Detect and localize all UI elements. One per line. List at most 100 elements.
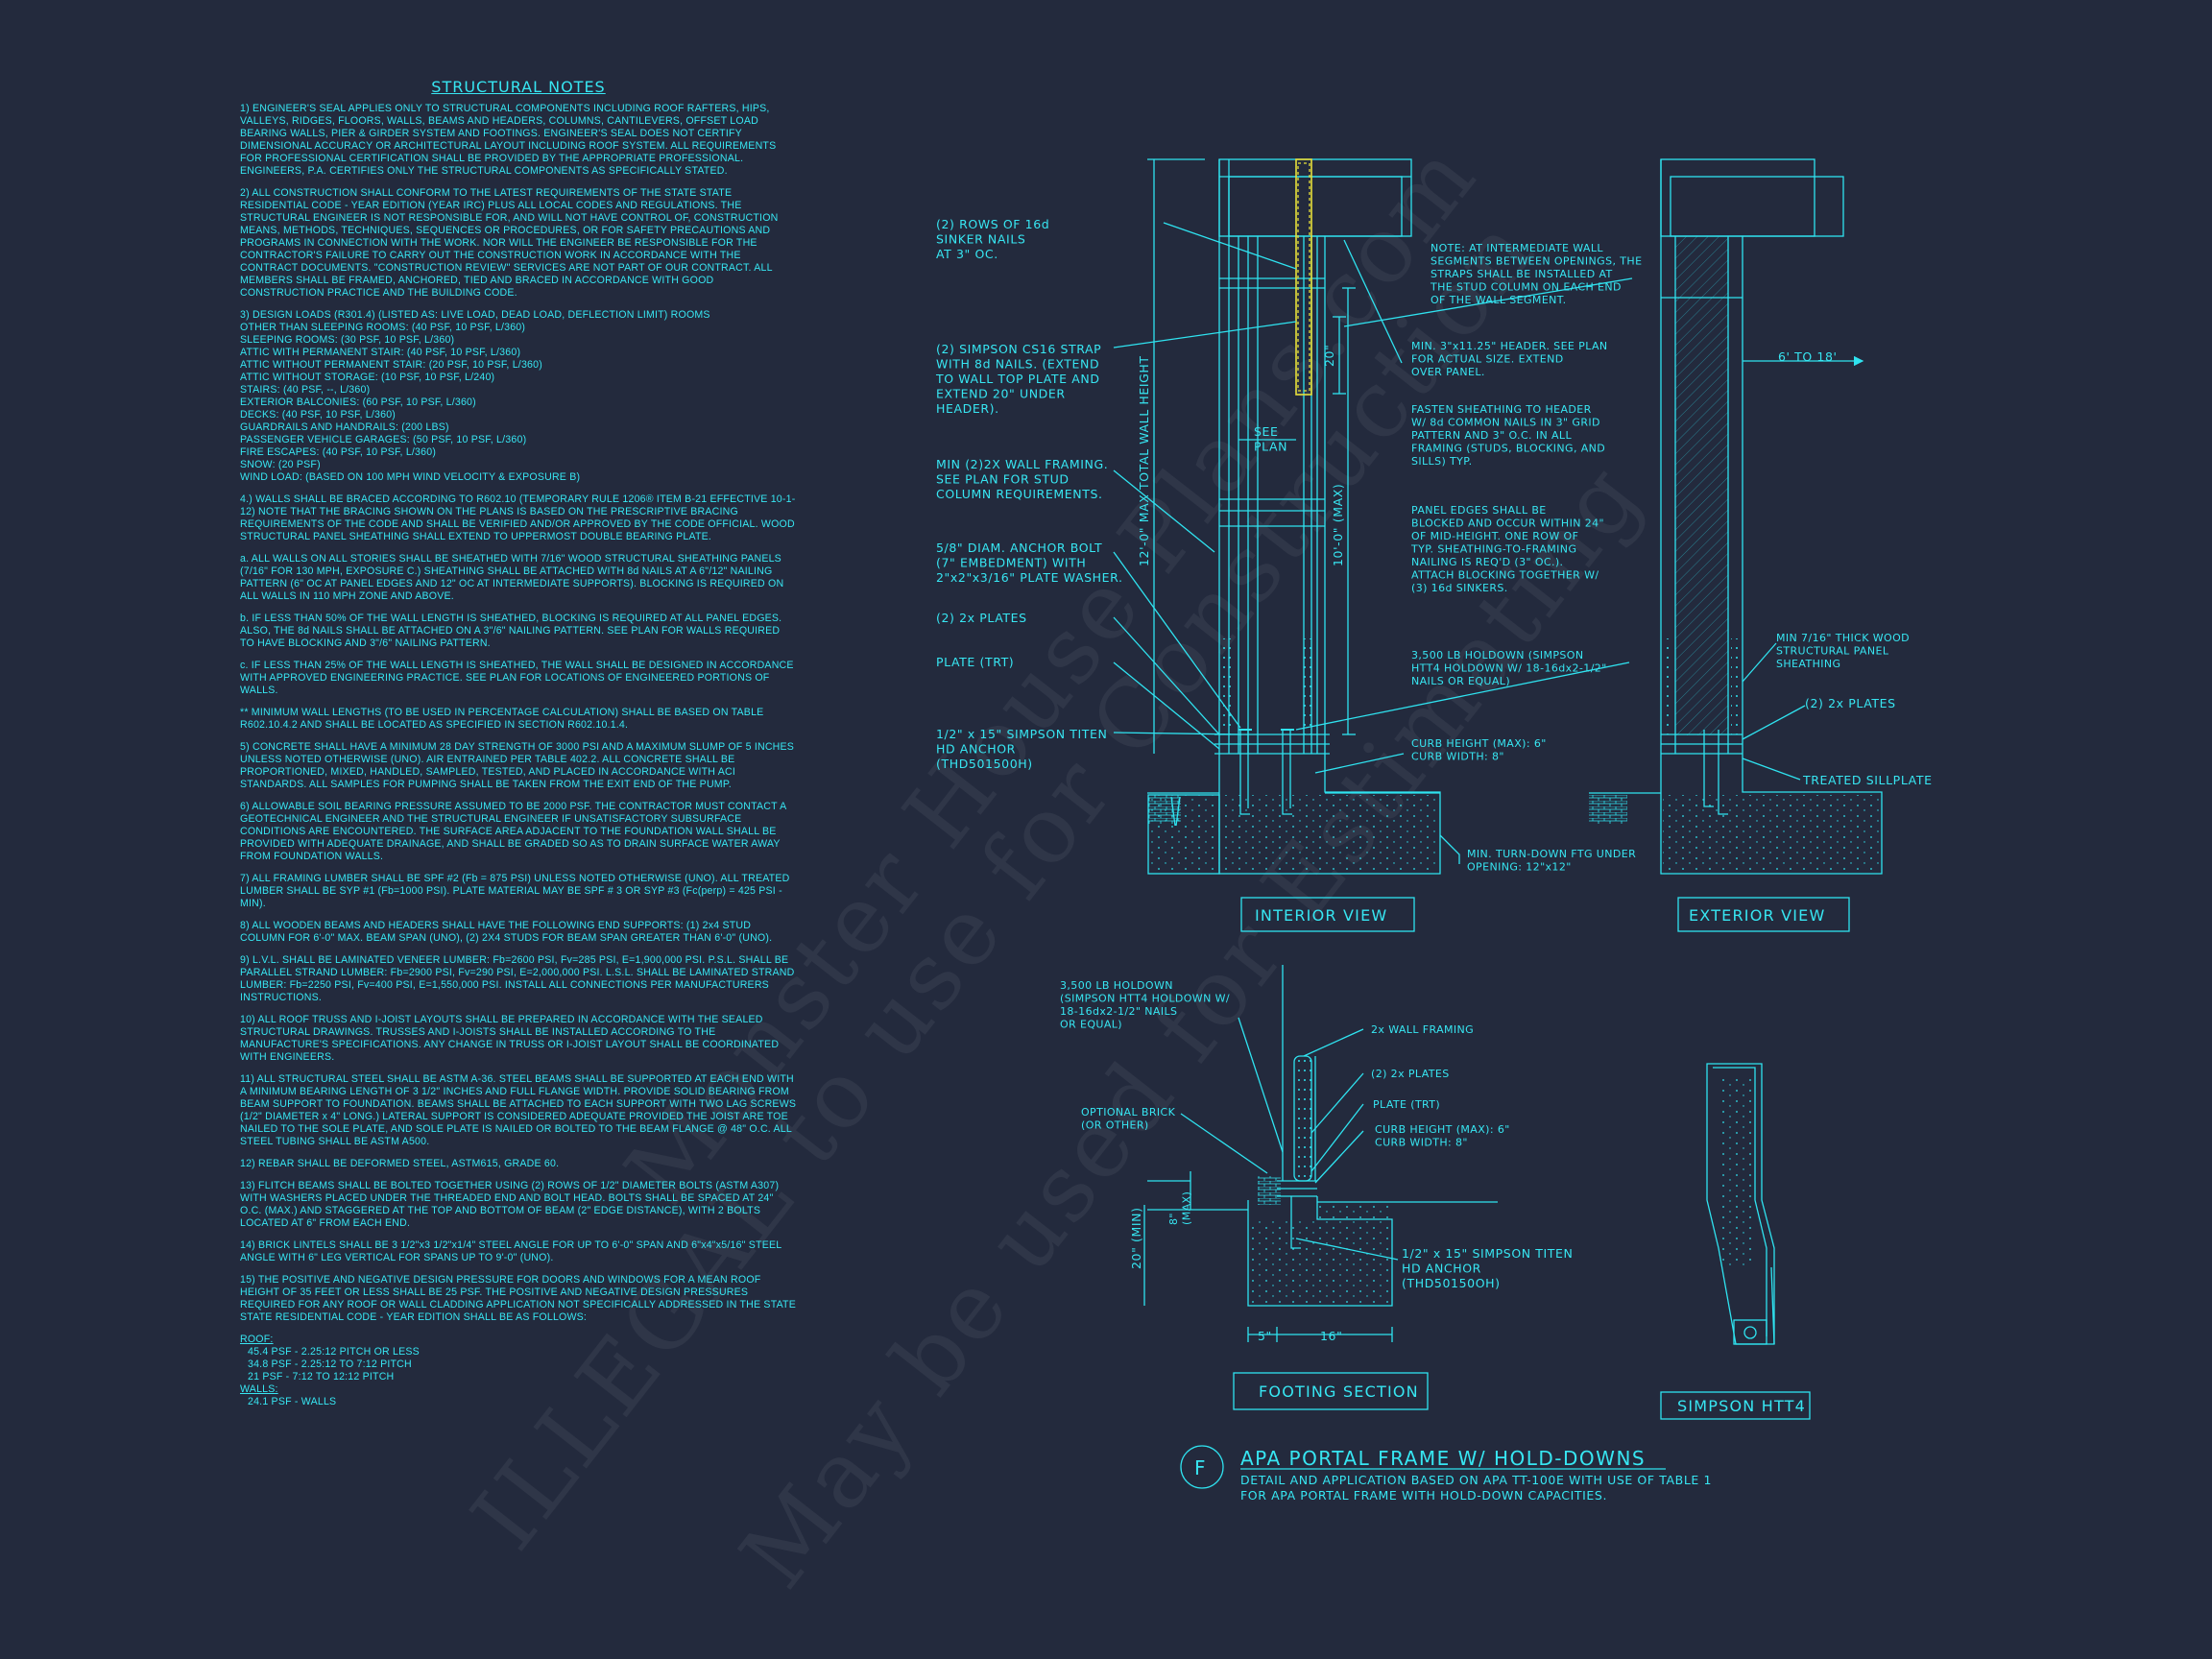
walls-heading: WALLS: [240, 1383, 278, 1395]
label-ftg-holdown: 3,500 LB HOLDOWN(SIMPSON HTT4 HOLDOWN W/… [1060, 979, 1230, 1031]
dim-10ft-max: 10'-0" (MAX) [1331, 484, 1345, 566]
label-line: WITH 8d NAILS. (EXTEND [936, 357, 1099, 372]
label-ftg-plate-trt: PLATE (TRT) [1373, 1098, 1440, 1111]
label-line: MIN (2)2X WALL FRAMING. [936, 457, 1108, 471]
label-line: 3,500 LB HOLDOWN (SIMPSON [1411, 649, 1583, 661]
note-4d: ** MINIMUM WALL LENGTHS (TO BE USED IN P… [240, 707, 764, 731]
note-4c: c. IF LESS THAN 25% OF THE WALL LENGTH I… [240, 660, 794, 696]
note-8: 8) ALL WOODEN BEAMS AND HEADERS SHALL HA… [240, 920, 773, 944]
label-line: 8" [1167, 1213, 1180, 1225]
label-line: HEADER). [936, 401, 999, 416]
label-line: NAILING IS REQ'D (3" OC.). [1411, 556, 1563, 568]
label-line: 2x WALL FRAMING [1371, 1023, 1474, 1036]
detail-title-block: F APA PORTAL FRAME W/ HOLD-DOWNS DETAIL … [1194, 1447, 1712, 1503]
exterior-view-title-box [1677, 897, 1850, 932]
note-4b: b. IF LESS THAN 50% OF THE WALL LENGTH I… [240, 613, 782, 649]
label-line: CURB HEIGHT (MAX): 6" [1375, 1123, 1510, 1136]
dim-8-max: 8"(MAX) [1167, 1191, 1193, 1225]
label-line: STRUCTURAL PANEL [1776, 645, 1889, 658]
label-line: (2) 2x PLATES [1371, 1068, 1450, 1080]
label-line: 2"x2"x3/16" PLATE WASHER. [936, 570, 1123, 585]
footing-section-title: FOOTING SECTION [1259, 1382, 1419, 1401]
label-curb: CURB HEIGHT (MAX): 6"CURB WIDTH: 8" [1411, 737, 1547, 763]
label-treated-sillplate: TREATED SILLPLATE [1802, 773, 1933, 787]
label-line: PLAN [1254, 440, 1287, 454]
label-line: CURB WIDTH: 8" [1375, 1137, 1468, 1149]
label-line: (2) 2x PLATES [1805, 696, 1896, 710]
label-line: OR EQUAL) [1060, 1019, 1122, 1031]
label-line: FOR ACTUAL SIZE. EXTEND [1411, 353, 1564, 366]
wall-pressures: 24.1 PSF - WALLS [248, 1396, 337, 1407]
htt4-title-box [1660, 1391, 1811, 1420]
detail-subtitle-1: DETAIL AND APPLICATION BASED ON APA TT-1… [1240, 1473, 1712, 1487]
label-line: SINKER NAILS [936, 232, 1025, 247]
note-9: 9) L.V.L. SHALL BE LAMINATED VENEER LUMB… [240, 954, 795, 1003]
label-line: CURB HEIGHT (MAX): 6" [1411, 737, 1547, 750]
htt4-title: SIMPSON HTT4 [1677, 1397, 1806, 1415]
footing-labels: 3,500 LB HOLDOWN(SIMPSON HTT4 HOLDOWN W/… [1060, 979, 1806, 1415]
detail-letter: F [1194, 1456, 1207, 1479]
label-line: SHEATHING [1776, 658, 1840, 670]
label-optional-brick: OPTIONAL BRICK(OR OTHER) [1081, 1106, 1176, 1132]
interior-view-title-box [1240, 897, 1415, 932]
exterior-view-drawing [1589, 158, 1883, 875]
label-line: (3) 16d SINKERS. [1411, 582, 1508, 594]
note-11: 11) ALL STRUCTURAL STEEL SHALL BE ASTM A… [240, 1073, 797, 1147]
label-line: (7" EMBEDMENT) WITH [936, 556, 1086, 570]
detail-title: APA PORTAL FRAME W/ HOLD-DOWNS [1240, 1447, 1646, 1470]
label-line: OPENING: 12"x12" [1467, 861, 1572, 874]
label-line: W/ 8d COMMON NAILS IN 3" GRID [1411, 417, 1600, 429]
label-wall-framing: MIN (2)2X WALL FRAMING.SEE PLAN FOR STUD… [936, 457, 1108, 501]
label-line: THE STUD COLUMN ON EACH END [1430, 281, 1622, 294]
notes-title: STRUCTURAL NOTES [431, 78, 606, 96]
dim-16in: 16" [1320, 1329, 1342, 1343]
label-ftg-wall-framing: 2x WALL FRAMING [1371, 1023, 1474, 1036]
label-line: PANEL EDGES SHALL BE [1411, 504, 1547, 517]
label-ext-2x-plates: (2) 2x PLATES [1805, 696, 1896, 710]
dim-6-to-18: 6' TO 18' [1778, 349, 1838, 364]
label-line: MIN. TURN-DOWN FTG UNDER [1467, 848, 1636, 860]
note-15: 15) THE POSITIVE AND NEGATIVE DESIGN PRE… [240, 1274, 796, 1323]
label-line: OF MID-HEIGHT. ONE ROW OF [1411, 530, 1578, 542]
note-5: 5) CONCRETE SHALL HAVE A MINIMUM 28 DAY … [240, 741, 795, 790]
label-ftg-curb: CURB HEIGHT (MAX): 6"CURB WIDTH: 8" [1375, 1123, 1510, 1149]
note-7: 7) ALL FRAMING LUMBER SHALL BE SPF #2 (F… [240, 873, 790, 909]
label-line: (SIMPSON HTT4 HOLDOWN W/ [1060, 993, 1230, 1005]
label-line: TYP. SHEATHING-TO-FRAMING [1410, 543, 1576, 556]
label-line: 3,500 LB HOLDOWN [1060, 979, 1173, 992]
label-line: MIN. 3"x11.25" HEADER. SEE PLAN [1411, 340, 1608, 352]
label-line: CURB WIDTH: 8" [1411, 751, 1504, 763]
label-line: PLATE (TRT) [936, 655, 1014, 669]
label-line: 1/2" x 15" SIMPSON TITEN [1402, 1246, 1574, 1261]
note-13: 13) FLITCH BEAMS SHALL BE BOLTED TOGETHE… [240, 1180, 780, 1229]
label-line: AT 3" OC. [936, 247, 998, 261]
label-line: NAILS OR EQUAL) [1411, 675, 1510, 687]
dim-20in: 20" [1322, 345, 1336, 367]
design-pressures: ROOF: 45.4 PSF - 2.25:12 PITCH OR LESS 3… [240, 1334, 797, 1408]
label-line: SEE PLAN FOR STUD [936, 472, 1070, 487]
dim-total-wall-height: 12'-0" MAX TOTAL WALL HEIGHT [1137, 355, 1151, 566]
detail-marker-circle [1180, 1445, 1224, 1489]
dim-20-min: 20" (MIN) [1129, 1207, 1143, 1269]
label-line: OVER PANEL. [1411, 366, 1485, 378]
note-10: 10) ALL ROOF TRUSS AND I-JOIST LAYOUTS S… [240, 1014, 780, 1063]
label-line: (MAX) [1181, 1191, 1193, 1225]
label-line: SEE [1254, 424, 1279, 439]
note-12: 12) REBAR SHALL BE DEFORMED STEEL, ASTM6… [240, 1158, 560, 1169]
note-6: 6) ALLOWABLE SOIL BEARING PRESSURE ASSUM… [240, 801, 786, 862]
label-line: COLUMN REQUIREMENTS. [936, 487, 1103, 501]
